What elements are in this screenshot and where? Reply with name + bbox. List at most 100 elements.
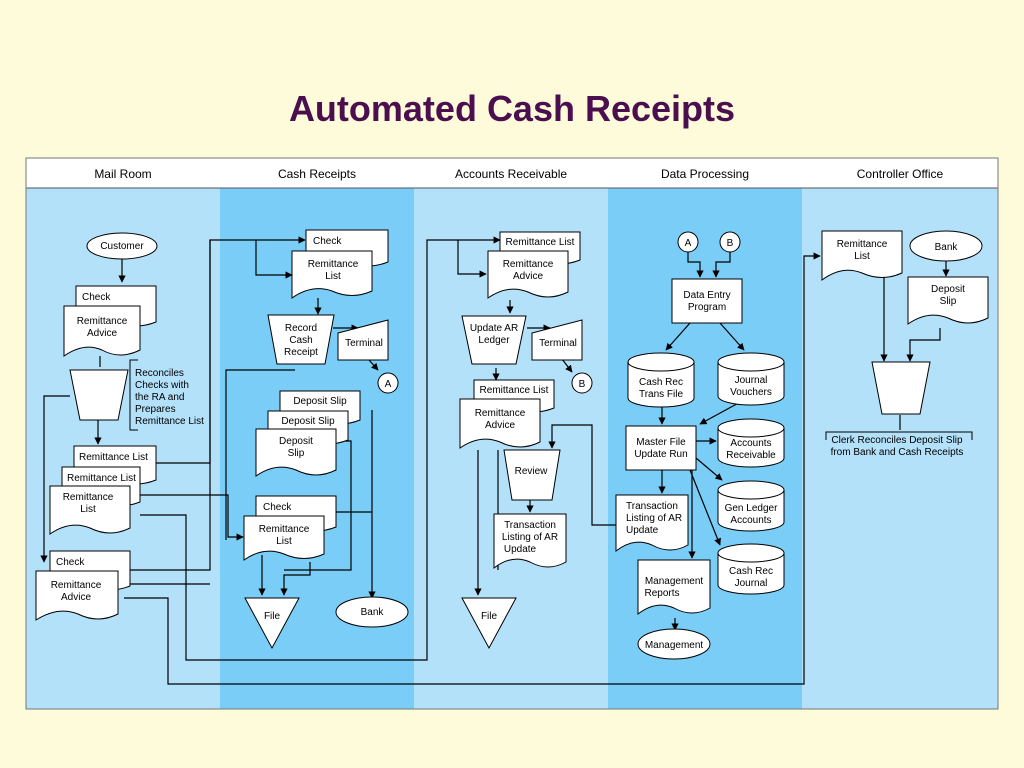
co-note-1: Clerk Reconciles Deposit Slip xyxy=(831,435,963,446)
dp-cash-rec-trans-file xyxy=(627,352,695,408)
mr-rl1-label: Remittance List xyxy=(79,452,148,463)
ar-listing-label-2: Listing of AR xyxy=(502,532,558,543)
lane-header-data-processing: Data Processing xyxy=(661,167,749,181)
dp-master-label-1: Master File xyxy=(636,437,686,448)
ar-transaction-listing-doc xyxy=(493,513,567,570)
cr-record-label-2: Cash xyxy=(289,335,312,346)
mr-note-2: Checks with xyxy=(135,380,189,391)
dp-crj-label-2: Journal xyxy=(735,578,768,589)
lane-header-accounts-receivable: Accounts Receivable xyxy=(455,167,567,181)
co-rl-label-1: Remittance xyxy=(837,239,888,250)
co-remittance-list-doc xyxy=(821,230,903,281)
ar-terminal-label: Terminal xyxy=(539,338,577,349)
diagram-frame xyxy=(25,157,999,710)
mr-rl2-label: Remittance List xyxy=(67,473,136,484)
cr-remittance-list-doc xyxy=(291,250,373,299)
cr-record-label-1: Record xyxy=(285,323,317,334)
dp-journal-label-2: Vouchers xyxy=(730,387,772,398)
dp-ar-label-2: Receivable xyxy=(726,450,776,461)
dp-listing-label-2: Listing of AR xyxy=(626,513,682,524)
dp-listing-label-1: Transaction xyxy=(626,501,678,512)
mr-annotation-bracket xyxy=(129,359,138,431)
ar-advice-label-2: Advice xyxy=(513,271,543,282)
dp-connector-b-label: B xyxy=(727,238,734,249)
ar-update-label-2: Ledger xyxy=(478,335,510,346)
ar-advice-label-1: Remittance xyxy=(503,259,554,270)
dp-entry-label-1: Data Entry xyxy=(683,290,730,301)
cr-check-label: Check xyxy=(313,236,342,247)
cr-record-label-3: Receipt xyxy=(284,347,318,358)
cr-connector-a xyxy=(377,372,399,394)
cr-rl2-label-1: Remittance xyxy=(259,524,310,535)
mr-remittance-advice-doc xyxy=(63,305,141,357)
cr-check2-label: Check xyxy=(263,502,292,513)
mr-rl3-doc xyxy=(49,485,131,535)
dp-management-terminator xyxy=(637,628,711,660)
dp-cashrec-label-1: Cash Rec xyxy=(639,377,683,388)
lane-header-mail-room: Mail Room xyxy=(94,167,151,181)
dp-cashrec-label-2: Trans File xyxy=(639,389,684,400)
ar-advice2-label-2: Advice xyxy=(485,420,515,431)
mr-advice-label-1: Remittance xyxy=(77,316,128,327)
mr-advice2-label-1: Remittance xyxy=(51,580,102,591)
dp-management-reports-doc xyxy=(637,559,711,616)
mr-rl3-label-1: Remittance xyxy=(63,492,114,503)
cr-connector-a-label: A xyxy=(385,379,392,390)
cr-file-storage xyxy=(244,597,300,650)
co-ds-label-1: Deposit xyxy=(931,284,965,295)
cr-ds3-label-2: Slip xyxy=(288,448,305,459)
cr-terminal xyxy=(337,319,389,361)
cr-terminal-label: Terminal xyxy=(345,338,383,349)
dp-accounts-receivable xyxy=(717,418,785,468)
cr-rl2-label-2: List xyxy=(276,536,292,547)
dp-connector-a-label: A xyxy=(685,238,692,249)
mr-rl3-label-2: List xyxy=(80,504,96,515)
dp-journal-label-1: Journal xyxy=(735,375,768,386)
dp-master-label-2: Update Run xyxy=(634,449,687,460)
ar-file-label: File xyxy=(481,611,498,622)
cr-record-cash-receipt xyxy=(267,314,335,365)
ar-listing-label-1: Transaction xyxy=(504,520,556,531)
co-bank-label: Bank xyxy=(935,242,959,253)
ar-file-storage xyxy=(461,597,517,650)
cr-file-label: File xyxy=(264,611,281,622)
dp-cash-rec-journal xyxy=(717,543,785,595)
cr-deposit-slip-3 xyxy=(255,428,337,477)
co-annotation-bracket xyxy=(825,431,973,440)
ar-remittance-advice-doc xyxy=(487,250,569,299)
cr-ds3-label-1: Deposit xyxy=(279,436,313,447)
co-manual-operation xyxy=(871,361,931,415)
cr-remittance-list2-doc xyxy=(243,515,325,561)
ar-connector-b xyxy=(571,372,593,394)
co-rl-label-2: List xyxy=(854,251,870,262)
ar-remittance-advice2-doc xyxy=(459,398,541,449)
ar-rl-label: Remittance List xyxy=(506,237,575,248)
dp-journal-vouchers xyxy=(717,352,785,406)
mr-check2-label: Check xyxy=(56,557,85,568)
dp-connector-a xyxy=(677,231,699,253)
lane-header-cash-receipts: Cash Receipts xyxy=(278,167,356,181)
dp-data-entry-program xyxy=(671,278,743,324)
mr-note-3: the RA and xyxy=(135,392,184,403)
mr-advice-label-2: Advice xyxy=(87,328,117,339)
mr-advice2-doc xyxy=(35,570,119,621)
customer-terminator xyxy=(86,232,158,260)
mr-manual-operation xyxy=(69,369,129,421)
ar-terminal xyxy=(531,319,583,361)
dp-gl-label-2: Accounts xyxy=(730,515,771,526)
dp-gen-ledger-accounts xyxy=(717,480,785,532)
dp-gl-label-1: Gen Ledger xyxy=(725,503,778,514)
ar-review xyxy=(503,449,561,501)
ar-update-ledger xyxy=(461,315,527,365)
dp-entry-label-2: Program xyxy=(688,302,726,313)
dp-transaction-listing-doc xyxy=(615,494,689,553)
dp-listing-label-3: Update xyxy=(626,525,659,536)
cr-bank-label: Bank xyxy=(361,607,385,618)
co-ds-label-2: Slip xyxy=(940,296,957,307)
dp-crj-label-1: Cash Rec xyxy=(729,566,773,577)
co-deposit-slip-doc xyxy=(907,276,989,325)
co-note-2: from Bank and Cash Receipts xyxy=(831,447,964,458)
dp-master-file-update-run xyxy=(625,425,697,471)
dp-reports-label-1: Management xyxy=(645,576,704,587)
